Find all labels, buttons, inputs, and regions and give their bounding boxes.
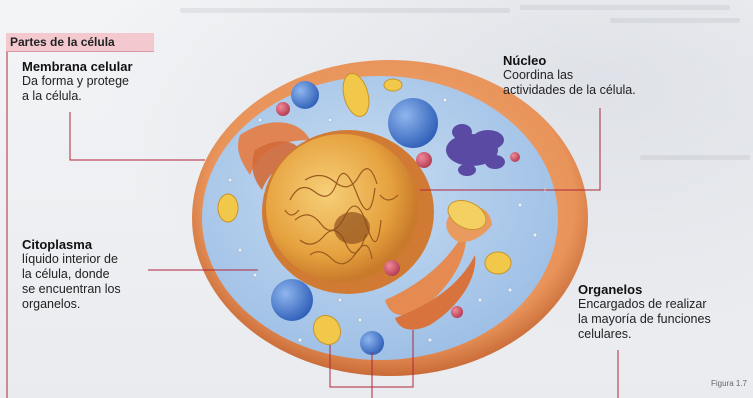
label-citoplasma-name: Citoplasma (22, 237, 121, 252)
label-organelos-line: Encargados de realizar (578, 297, 711, 312)
label-nucleo-line: actividades de la célula. (503, 83, 636, 98)
label-membrana-name: Membrana celular (22, 59, 133, 74)
label-citoplasma: Citoplasma líquido interior de la célula… (22, 237, 121, 312)
vesicle (291, 81, 319, 109)
nucleus (266, 134, 418, 282)
label-organelos-line: celulares. (578, 327, 711, 342)
label-nucleo-name: Núcleo (503, 53, 636, 68)
label-citoplasma-line: líquido interior de (22, 252, 121, 267)
label-citoplasma-line: la célula, donde (22, 267, 121, 282)
label-membrana-line: a la célula. (22, 89, 133, 104)
label-citoplasma-line: organelos. (22, 297, 121, 312)
vesicle (388, 98, 438, 148)
lysosome (416, 152, 432, 168)
label-citoplasma-line: se encuentran los (22, 282, 121, 297)
label-organelos-line: la mayoría de funciones (578, 312, 711, 327)
mitochondrion (384, 79, 402, 91)
figure-caption: Figura 1.7 (711, 379, 747, 388)
label-nucleo-line: Coordina las (503, 68, 636, 83)
vesicle (360, 331, 384, 355)
lysosome (276, 102, 290, 116)
lysosome (510, 152, 520, 162)
lysosome (451, 306, 463, 318)
label-organelos: Organelos Encargados de realizar la mayo… (578, 282, 711, 342)
nucleolus (334, 212, 370, 244)
vesicle (271, 279, 313, 321)
leader-line-membrana (70, 112, 205, 160)
mitochondrion (218, 194, 238, 222)
lysosome (384, 260, 400, 276)
label-membrana-line: Da forma y protege (22, 74, 133, 89)
label-nucleo: Núcleo Coordina las actividades de la cé… (503, 53, 636, 98)
label-membrana: Membrana celular Da forma y protege a la… (22, 59, 133, 104)
label-organelos-name: Organelos (578, 282, 711, 297)
mitochondrion (485, 252, 511, 274)
